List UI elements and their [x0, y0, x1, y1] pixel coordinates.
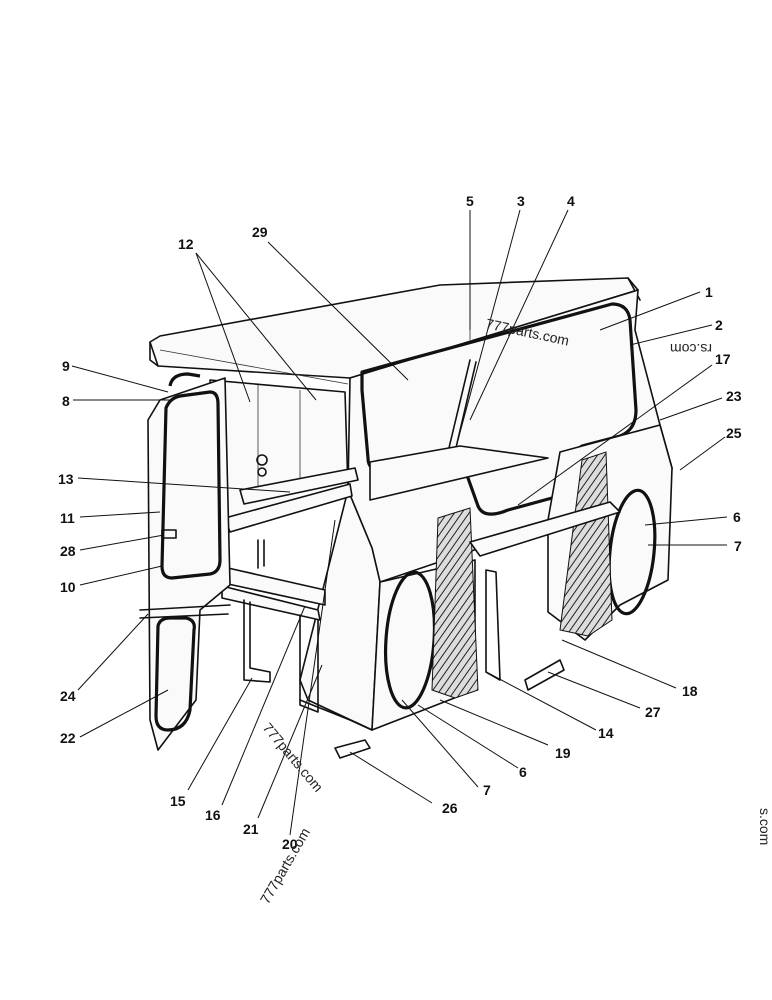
watermark-edge: s.com — [757, 808, 772, 845]
callout-10: 10 — [60, 579, 76, 595]
watermark-right: rs.com — [670, 341, 712, 357]
callout-25: 25 — [726, 425, 742, 441]
rear-wall — [209, 379, 359, 533]
callout-4: 4 — [567, 193, 575, 209]
callout-11: 11 — [60, 510, 75, 526]
leader-lines — [71, 209, 728, 836]
callout-19: 19 — [555, 745, 571, 761]
callout-9: 9 — [62, 358, 70, 374]
callout-14: 14 — [598, 725, 614, 741]
right-side-panel — [547, 424, 673, 641]
callout-3: 3 — [517, 193, 525, 209]
callout-18: 18 — [682, 683, 698, 699]
callout-17: 17 — [715, 351, 731, 367]
cab-roof — [149, 277, 641, 393]
callout-8: 8 — [62, 393, 70, 409]
callout-1: 1 — [705, 284, 713, 300]
callout-29: 29 — [252, 224, 268, 240]
callout-23: 23 — [726, 388, 742, 404]
callout-27: 27 — [645, 704, 661, 720]
callout-6-bottom: 6 — [519, 764, 527, 780]
callout-26: 26 — [442, 800, 458, 816]
callout-7-right: 7 — [734, 538, 742, 554]
callout-5: 5 — [466, 193, 474, 209]
callout-22: 22 — [60, 730, 76, 746]
callout-12: 12 — [178, 236, 194, 252]
callout-28: 28 — [60, 543, 76, 559]
callout-7-bottom: 7 — [483, 782, 491, 798]
cab-door — [139, 372, 231, 751]
callout-13: 13 — [58, 471, 74, 487]
dash-shelf — [369, 445, 621, 557]
callout-16: 16 — [205, 807, 221, 823]
callout-24: 24 — [60, 688, 76, 704]
callout-2: 2 — [715, 317, 723, 333]
callout-20: 20 — [282, 836, 298, 852]
callout-15: 15 — [170, 793, 186, 809]
watermark-middle: 777parts.com — [260, 720, 327, 795]
callout-21: 21 — [243, 821, 259, 837]
callout-6-right: 6 — [733, 509, 741, 525]
callout-labels: 1 2 3 4 5 6 6 7 7 8 9 10 11 12 13 14 15 … — [58, 193, 742, 852]
